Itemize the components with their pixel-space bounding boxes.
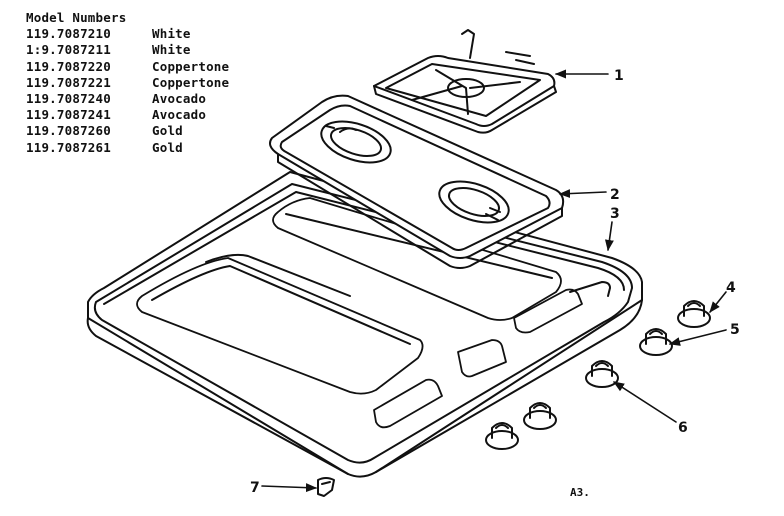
model-number: 119.7087260 bbox=[26, 123, 111, 139]
model-color: Gold bbox=[152, 123, 183, 139]
control-knob-front-right bbox=[523, 402, 557, 430]
callout-7: 7 bbox=[250, 480, 260, 496]
model-row: 119.7087241 Avocado bbox=[26, 107, 276, 123]
model-color: Avocado bbox=[152, 91, 207, 107]
control-knob-front-left bbox=[485, 422, 519, 450]
callout-3: 3 bbox=[610, 206, 620, 222]
model-color: White bbox=[152, 42, 191, 58]
model-color: Coppertone bbox=[152, 58, 230, 74]
model-number: 119.7087221 bbox=[26, 74, 111, 90]
page-id: A3. bbox=[570, 486, 590, 499]
model-color: White bbox=[152, 26, 191, 42]
model-number: 119.7087210 bbox=[26, 26, 111, 42]
callout-1: 1 bbox=[614, 68, 624, 84]
model-number: 119.7087220 bbox=[26, 58, 111, 74]
callout-4: 4 bbox=[726, 280, 736, 296]
callout-5: 5 bbox=[730, 322, 740, 338]
model-row: 119.7087210 White bbox=[26, 26, 276, 42]
callout-2: 2 bbox=[610, 187, 620, 203]
model-number: 1:9.7087211 bbox=[26, 42, 111, 58]
control-knob-6 bbox=[585, 360, 619, 388]
control-knob-5 bbox=[639, 328, 673, 356]
model-color: Gold bbox=[152, 139, 183, 155]
model-row: 119.7087221 Coppertone bbox=[26, 75, 276, 91]
model-row: 1:9.7087211 White bbox=[26, 42, 276, 58]
retaining-clip bbox=[317, 477, 335, 497]
model-color: Avocado bbox=[152, 107, 207, 123]
model-row: 119.7087240 Avocado bbox=[26, 91, 276, 107]
model-row: 119.7087220 Coppertone bbox=[26, 59, 276, 75]
model-row: 119.7087261 Gold bbox=[26, 140, 276, 156]
model-number: 119.7087261 bbox=[26, 139, 111, 155]
control-knob-4 bbox=[677, 300, 711, 328]
callout-6: 6 bbox=[678, 420, 688, 436]
model-row: 119.7087260 Gold bbox=[26, 123, 276, 139]
callout-leaders bbox=[261, 69, 727, 493]
model-number: 119.7087241 bbox=[26, 107, 111, 123]
burner-box-frame bbox=[269, 94, 565, 269]
model-color: Coppertone bbox=[152, 74, 230, 90]
model-numbers-heading: Model Numbers bbox=[26, 10, 127, 25]
burner-grate bbox=[373, 29, 557, 134]
model-number: 119.7087240 bbox=[26, 91, 111, 107]
